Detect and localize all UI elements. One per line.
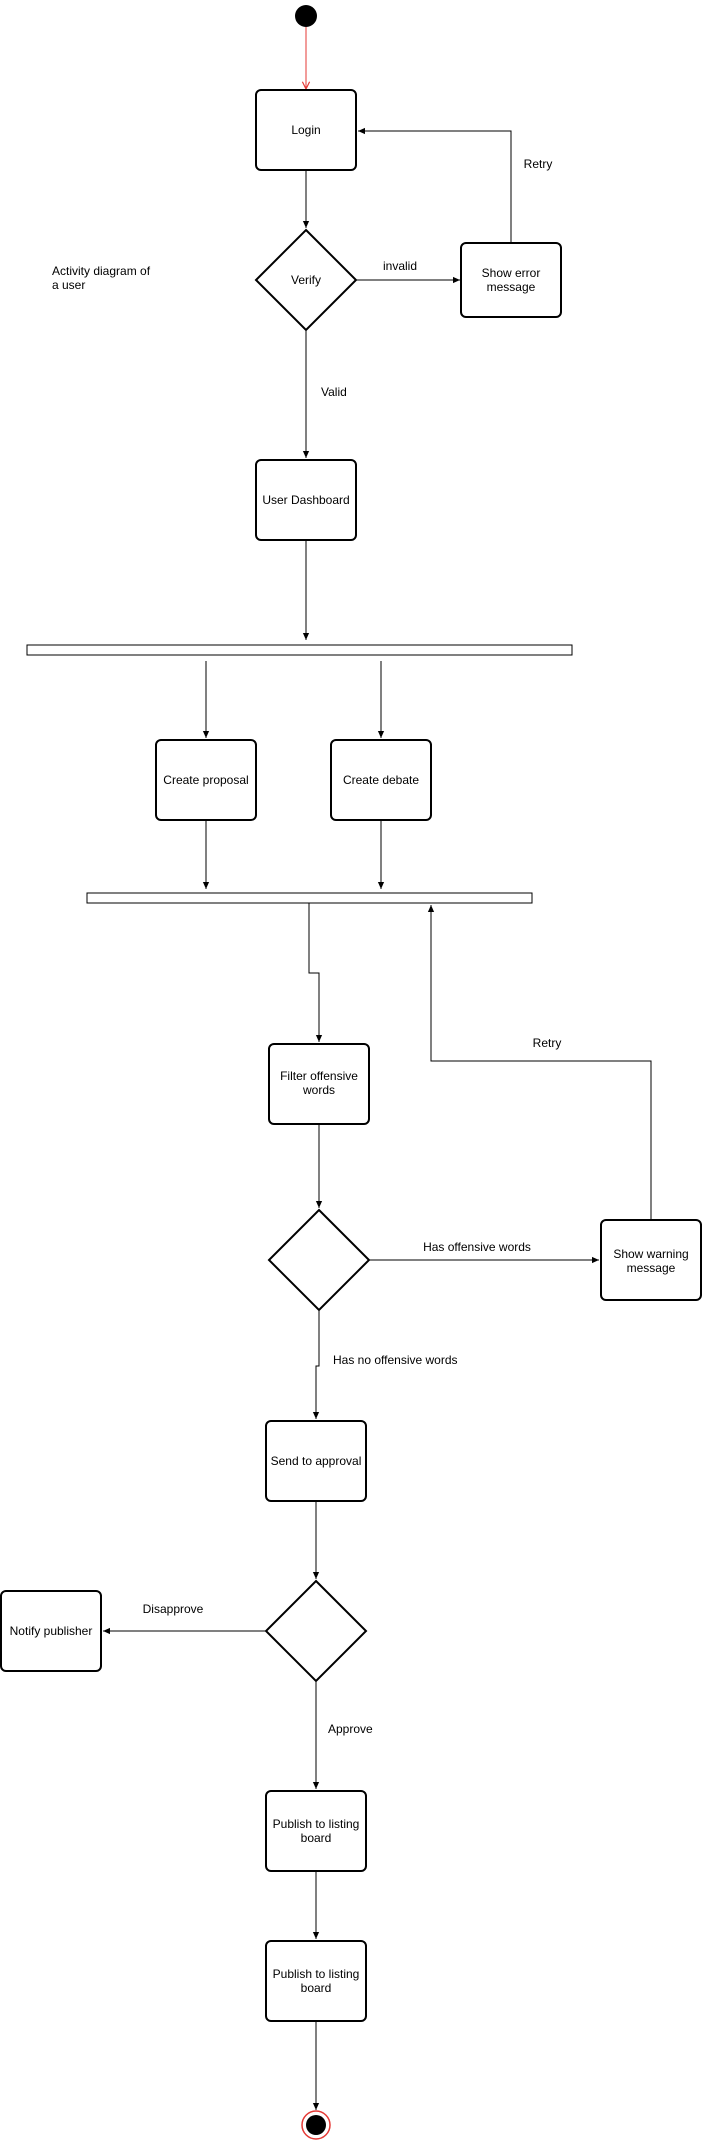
join-bar xyxy=(86,892,533,904)
end-node xyxy=(301,2110,331,2140)
activity-notify-publisher: Notify publisher xyxy=(0,1590,102,1672)
activity-create-debate: Create debate xyxy=(330,739,432,821)
edge-label-disapprove: Disapprove xyxy=(143,1602,204,1616)
decision-approve xyxy=(264,1579,368,1683)
svg-text:User Dashboard: User Dashboard xyxy=(262,493,349,507)
svg-text:Notify publisher: Notify publisher xyxy=(10,1624,93,1638)
edge-label-approve: Approve xyxy=(328,1722,373,1736)
edge-retry-login xyxy=(358,127,512,243)
svg-text:Login: Login xyxy=(291,123,320,137)
start-node xyxy=(295,5,317,27)
fork-bar xyxy=(26,644,573,656)
svg-text:Create proposal: Create proposal xyxy=(163,773,248,787)
edge-join-filter xyxy=(308,903,323,1042)
edge-decision-approval xyxy=(312,1310,320,1419)
edge-label-valid: Valid xyxy=(321,385,347,399)
edge-label-invalid: invalid xyxy=(383,259,417,273)
activity-user-dashboard: User Dashboard xyxy=(255,459,357,541)
edge-label-has-offensive: Has offensive words xyxy=(423,1240,531,1254)
edge-label-no-offensive: Has no offensive words xyxy=(333,1353,458,1367)
activity-login: Login xyxy=(255,89,357,171)
activity-send-approval: Send to approval xyxy=(265,1420,367,1502)
decision-verify: Verify xyxy=(254,228,358,332)
svg-text:Send to approval: Send to approval xyxy=(271,1454,362,1468)
edge-label-retry-mid: Retry xyxy=(533,1036,562,1050)
edge-label-retry-top: Retry xyxy=(524,157,553,171)
decision-offensive xyxy=(267,1208,371,1312)
svg-text:Verify: Verify xyxy=(291,273,321,287)
activity-create-proposal: Create proposal xyxy=(155,739,257,821)
svg-text:Create debate: Create debate xyxy=(343,773,419,787)
edge-retry-join xyxy=(427,905,652,1220)
